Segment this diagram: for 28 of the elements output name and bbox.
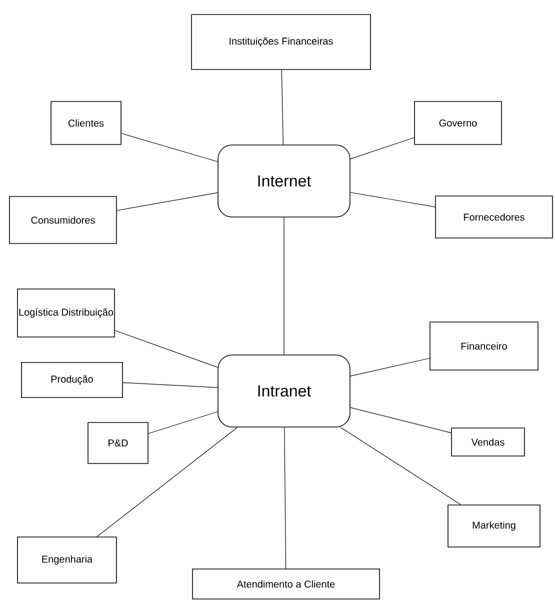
box: Clientes [50, 101, 122, 145]
connector-line [340, 427, 462, 505]
connector-line [284, 427, 286, 569]
connector-line [121, 133, 218, 162]
connector-line [350, 358, 430, 376]
box: Produção [21, 362, 123, 398]
connector-line [350, 137, 414, 160]
connector-line [116, 192, 218, 211]
connector-line [122, 382, 218, 388]
connector-line [350, 407, 452, 434]
connector-line [281, 70, 284, 145]
hub-box: Intranet [218, 354, 350, 428]
hub-box: Internet [218, 144, 350, 218]
box: Logística Distribuição [17, 288, 115, 338]
connector-line [350, 192, 436, 208]
box: Instituições Financeiras [191, 14, 371, 70]
connector-line [148, 411, 218, 434]
box: Marketing [448, 504, 540, 548]
connector-line [96, 427, 238, 537]
box: Financeiro [430, 322, 538, 370]
box: Engenharia [17, 536, 117, 584]
box: Governo [414, 101, 502, 145]
box: Vendas [451, 428, 525, 456]
box: P&D [88, 422, 148, 464]
connector-line [114, 330, 218, 368]
box: Fornecedores [435, 196, 553, 238]
box: Atendimento a Cliente [192, 568, 380, 600]
box: Consumidores [9, 196, 117, 244]
